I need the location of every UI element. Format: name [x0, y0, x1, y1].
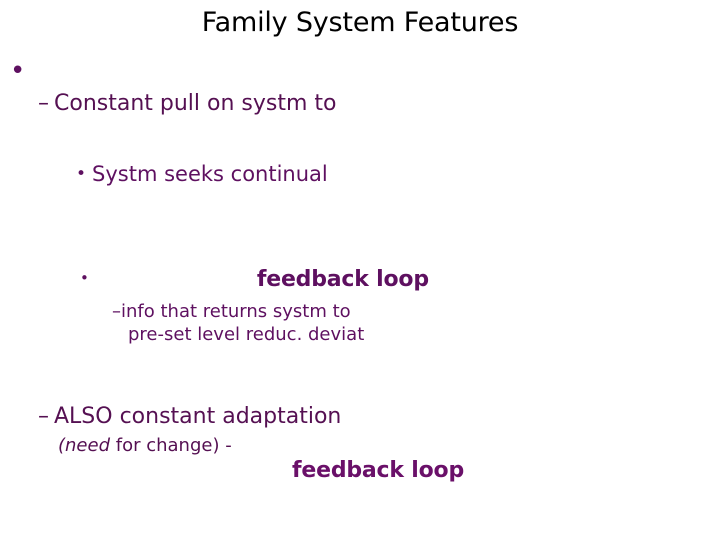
- list-item-constant-pull: –Constant pull on systm to: [38, 92, 337, 115]
- dash-marker-icon: –: [38, 404, 49, 429]
- emphasis-feedback-loop: feedback loop: [256, 267, 429, 292]
- list-item-also-constant-adaptation: –ALSO constant adaptation: [38, 405, 341, 428]
- bullet-marker-icon: •: [76, 164, 87, 184]
- list-item-label: Systm seeks continual: [92, 162, 328, 186]
- emphasis-need: (need: [58, 435, 111, 456]
- list-item-label: Constant pull on systm to: [54, 91, 337, 116]
- emphasis-feedback-loop-second: feedback loop: [292, 458, 465, 483]
- list-item-preset-level: pre-set level reduc. deviat: [128, 324, 365, 345]
- bullet-marker-icon: •: [80, 269, 89, 287]
- list-item-need-for-change: (need for change) -: [58, 435, 232, 456]
- list-item-systm-seeks: •Systm seeks continual: [76, 163, 328, 185]
- dash-marker-icon: –: [38, 91, 49, 116]
- list-item-feedback-loop-first: • feedback loop: [80, 268, 429, 291]
- list-item-label: ALSO constant adaptation: [54, 404, 342, 429]
- need-for-change-rest: for change) -: [110, 435, 232, 456]
- page-title: Family System Features: [201, 7, 519, 38]
- list-item-info-returns: –info that returns systm to: [112, 301, 351, 322]
- bullet-marker-level1: •: [10, 56, 26, 86]
